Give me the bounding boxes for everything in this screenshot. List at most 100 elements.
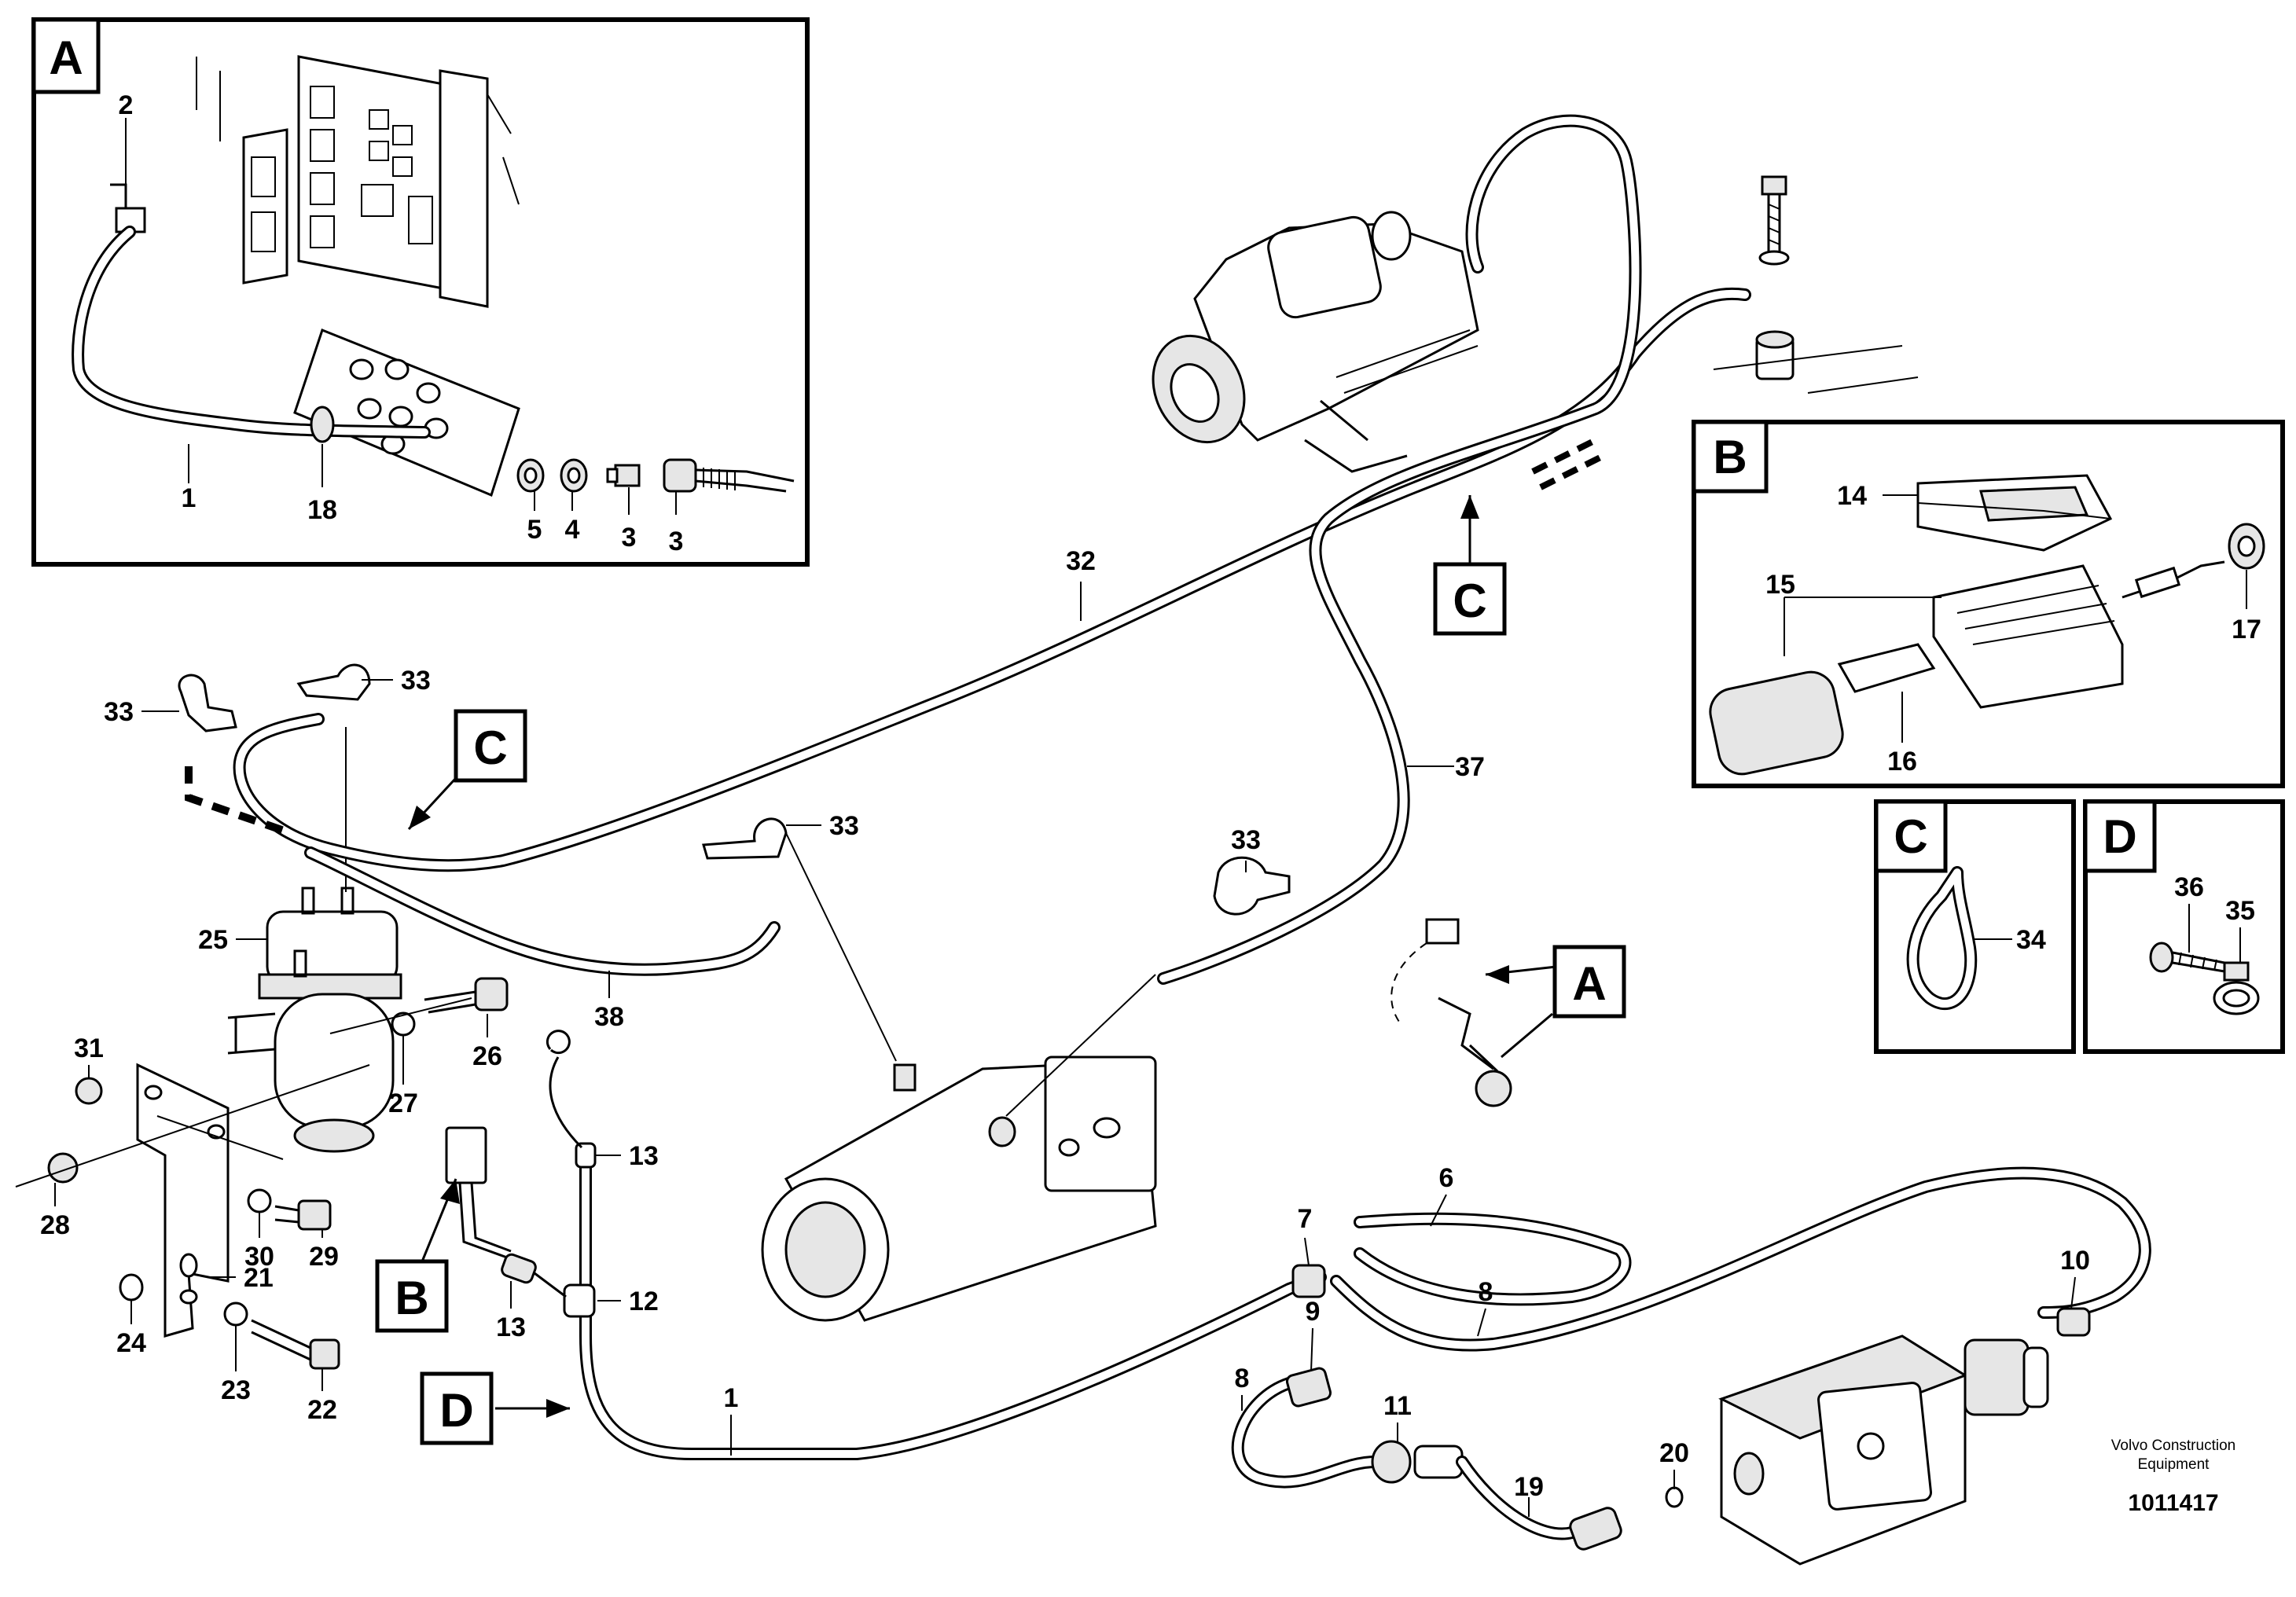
label-25: 25 (198, 925, 228, 955)
callout-a-letter: A (1572, 957, 1606, 1010)
washer-23 (223, 1301, 248, 1327)
leader-lines (54, 582, 2076, 1517)
label-6: 6 (1439, 1163, 1454, 1193)
terminal-and-seal-17 (2122, 523, 2265, 599)
label-33-d: 33 (1231, 825, 1261, 855)
label-13-a: 13 (629, 1141, 659, 1171)
callout-b-letter: B (395, 1272, 428, 1324)
label-3b-panel-a: 3 (669, 527, 684, 556)
bolt-22-head (309, 1338, 340, 1370)
bolt-and-spacer (1713, 175, 1919, 394)
solenoid-25 (227, 887, 402, 1153)
label-8-a: 8 (1479, 1277, 1493, 1307)
panel-c-letter-box (1874, 799, 1948, 873)
centerline-left (15, 1064, 370, 1188)
bracket-21 (136, 1063, 230, 1338)
centerline-fitting-b (1005, 974, 1156, 1117)
fittings-row (516, 458, 795, 493)
grommet-18 (310, 406, 335, 443)
label-33-c: 33 (829, 811, 859, 841)
label-7: 7 (1298, 1204, 1313, 1234)
label-9: 9 (1306, 1297, 1321, 1327)
document-number: 1011417 (2128, 1490, 2218, 1516)
callout-c-right-letter: C (1453, 575, 1486, 627)
terminal-insert-16 (1837, 643, 1936, 693)
label-34: 34 (2016, 925, 2046, 955)
mounting-plate-with-holes (293, 329, 520, 497)
brand-line-2: Equipment (2138, 1456, 2210, 1473)
brand-line-1: Volvo Construction (2111, 1437, 2235, 1454)
label-21: 21 (244, 1263, 274, 1293)
fasteners (47, 977, 509, 1370)
callout-tag-c-left: C (407, 709, 527, 831)
label-12: 12 (629, 1287, 659, 1316)
panel-a-letter-box (31, 17, 101, 94)
label-13-b: 13 (496, 1312, 526, 1342)
label-31: 31 (74, 1033, 104, 1063)
label-38: 38 (594, 1002, 624, 1032)
panel-b-letter: B (1713, 431, 1747, 483)
label-14: 14 (1837, 481, 1867, 511)
label-32: 32 (1066, 546, 1096, 576)
callout-tag-a: A (1485, 945, 1626, 1059)
centerline-fitting-a (785, 832, 897, 1062)
label-3a-panel-a: 3 (622, 523, 637, 553)
connector-housing-15 (1709, 564, 2124, 776)
main-part-labels: 32 37 38 33 33 33 33 25 26 27 31 28 30 2… (40, 546, 2090, 1502)
centerline-bracket (156, 1115, 284, 1160)
label-1-panel-a: 1 (182, 483, 197, 513)
footer-info: Volvo Construction Equipment 1011417 (2111, 1437, 2235, 1516)
connector-lock-14 (1916, 474, 2113, 552)
label-10: 10 (2060, 1246, 2090, 1276)
label-15: 15 (1765, 570, 1795, 600)
label-23: 23 (221, 1375, 251, 1405)
label-1-main: 1 (724, 1383, 739, 1413)
panel-a-letter: A (49, 31, 83, 84)
electrical-control-board (196, 55, 520, 308)
label-28: 28 (40, 1210, 70, 1240)
protective-caps-33 (178, 663, 1291, 916)
hose-clamp-35 (2213, 961, 2260, 1015)
label-20: 20 (1659, 1438, 1689, 1468)
detail-panel-a: A (31, 17, 810, 567)
label-22: 22 (307, 1395, 337, 1425)
connector-2 (115, 207, 146, 233)
panel-d-letter: D (2103, 810, 2136, 863)
panel-b-letter-box (1692, 420, 1769, 494)
label-5-panel-a: 5 (527, 515, 542, 545)
callout-d-letter: D (439, 1384, 473, 1437)
drain-line-1 (546, 1030, 1327, 1460)
label-37: 37 (1455, 752, 1485, 782)
detail-panel-b: B 14 15 16 17 (1692, 420, 2285, 788)
panel-c-letter: C (1894, 810, 1927, 863)
bolt-26-head (474, 977, 509, 1011)
nut-31 (75, 1077, 103, 1105)
label-11: 11 (1383, 1391, 1412, 1421)
detail-panel-d: D 36 35 (2083, 799, 2285, 1054)
dashed-continuation-left (185, 766, 292, 837)
label-30: 30 (244, 1242, 274, 1272)
washer-24 (119, 1273, 144, 1301)
label-8-b: 8 (1235, 1364, 1250, 1393)
callout-c-left-letter: C (473, 721, 507, 774)
callout-tag-d: D (420, 1371, 570, 1445)
label-36: 36 (2174, 872, 2204, 902)
valve-block (1718, 1335, 2049, 1566)
label-17: 17 (2232, 615, 2261, 644)
label-33-a: 33 (104, 697, 134, 727)
label-26: 26 (472, 1041, 502, 1071)
sensor-harness-13 (445, 1126, 567, 1298)
washer-27 (391, 1011, 416, 1037)
callout-tag-b: B (375, 1178, 460, 1333)
dashed-continuation-top (1531, 437, 1605, 490)
label-27: 27 (388, 1089, 418, 1118)
hose-8-assembly (1231, 1166, 2151, 1551)
label-35: 35 (2225, 896, 2255, 926)
label-16: 16 (1887, 747, 1917, 776)
label-18-panel-a: 18 (307, 495, 337, 525)
starter-motor (1152, 211, 1479, 473)
bolt-29-head (297, 1199, 332, 1231)
label-29: 29 (309, 1242, 339, 1272)
label-4-panel-a: 4 (565, 515, 580, 545)
